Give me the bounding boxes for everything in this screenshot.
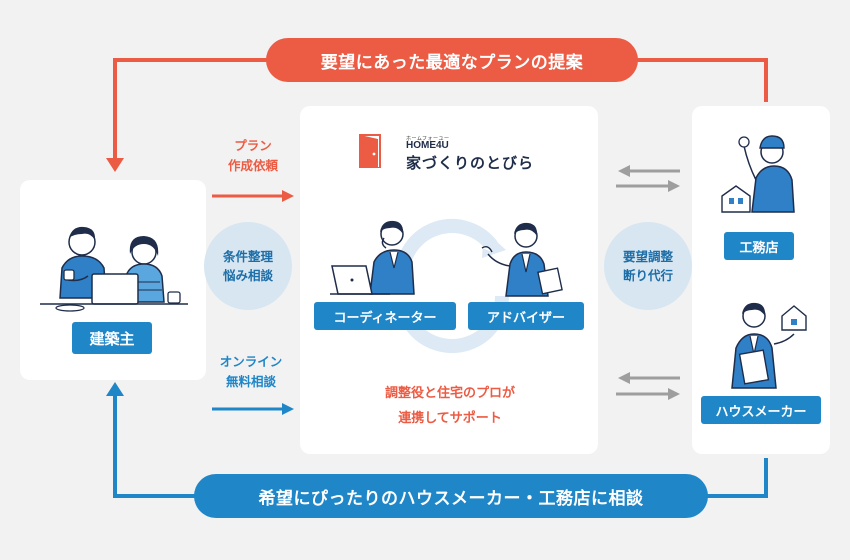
house-maker-illustration — [731, 302, 807, 389]
exchange-arrowhead-1 — [618, 165, 630, 177]
builder-tag-text: 工務店 — [739, 240, 779, 256]
logo-name: 家づくりのとびら — [406, 154, 535, 172]
left-circle-line1: 条件整理 — [222, 248, 273, 264]
exchange-arrowhead-4 — [668, 388, 680, 400]
advisor-tag: アドバイザー — [468, 302, 584, 330]
builder-illustration — [721, 135, 795, 213]
house-maker-tag: ハウスメーカー — [701, 396, 821, 424]
coordinator-tag: コーディネーター — [314, 302, 456, 330]
coordinator-illustration — [330, 220, 415, 295]
advisor-illustration — [481, 222, 563, 297]
blue-arrowhead — [106, 382, 124, 396]
plan-request-line1: プラン — [234, 138, 272, 153]
couple-illustration — [40, 226, 188, 312]
bottom-banner-text: 希望にぴったりのハウスメーカー・工務店に相談 — [258, 488, 644, 509]
exchange-arrowhead-2 — [668, 180, 680, 192]
plan-request-line2: 作成依頼 — [227, 158, 278, 173]
advisor-tag-text: アドバイザー — [486, 310, 565, 326]
house-maker-tag-text: ハウスメーカー — [715, 404, 807, 420]
door-icon — [359, 134, 381, 168]
plan-request-label: プラン 作成依頼 — [210, 136, 296, 176]
right-circle-line2: 断り代行 — [622, 268, 673, 283]
top-banner-text: 要望にあった最適なプランの提案 — [320, 52, 584, 73]
right-circle-line1: 要望調整 — [622, 248, 673, 264]
consult-arrowhead — [282, 403, 294, 415]
center-message-line2: 連携してサポート — [398, 410, 502, 426]
center-message: 調整役と住宅のプロが 連携してサポート — [332, 382, 568, 431]
client-label-text: 建築主 — [89, 329, 135, 348]
left-circle-line2: 悩み相談 — [222, 268, 273, 283]
coordinator-tag-text: コーディネーター — [333, 310, 437, 326]
exchange-arrowhead-3 — [618, 372, 630, 384]
client-card: 建築主 — [20, 180, 206, 380]
left-circle: 条件整理 悩み相談 — [204, 222, 292, 310]
online-consult-line2: 無料相談 — [225, 374, 276, 389]
brand-logo: ホームフォーユー HOME4U 家づくりのとびら — [358, 134, 558, 174]
request-arrowhead — [282, 190, 294, 202]
logo-kana: ホームフォーユー — [406, 136, 450, 142]
bottom-banner: 希望にぴったりのハウスメーカー・工務店に相談 — [194, 474, 708, 518]
center-message-line1: 調整役と住宅のプロが — [384, 386, 515, 401]
right-circle: 要望調整 断り代行 — [604, 222, 692, 310]
top-banner: 要望にあった最適なプランの提案 — [266, 38, 638, 82]
logo-brand: HOME4U — [406, 140, 449, 151]
red-arrowhead — [106, 158, 124, 172]
online-consult-line1: オンライン — [219, 354, 283, 369]
builder-tag: 工務店 — [724, 232, 794, 260]
online-consult-label: オンライン 無料相談 — [206, 352, 296, 392]
client-label: 建築主 — [72, 322, 152, 354]
